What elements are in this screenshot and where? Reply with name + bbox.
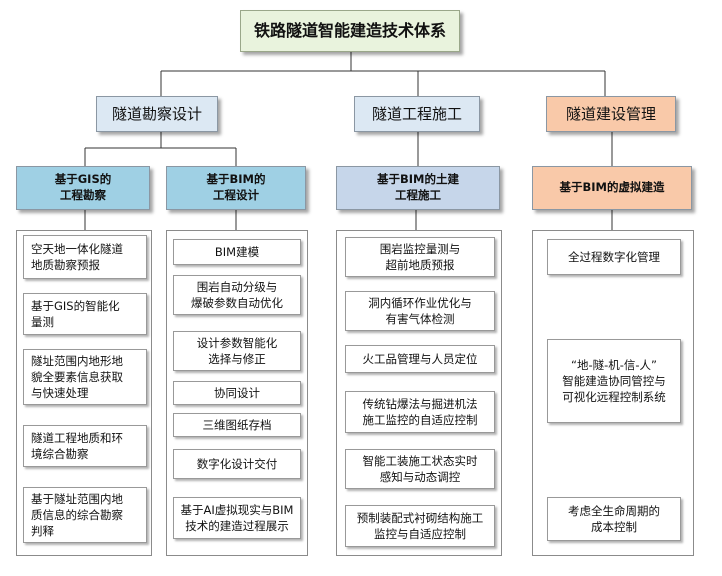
list-item: 全过程数字化管理 [547, 239, 681, 275]
list-item: 空天地一体化隧道 地质勘察预报 [23, 235, 147, 279]
list-item: 基于隧址范围内地 质信息的综合勘察 判释 [23, 487, 147, 543]
header-bim-design: 基于BIM的 工程设计 [166, 166, 306, 210]
branch-management: 隧道建设管理 [546, 96, 676, 132]
header-bim-design-label: 基于BIM的 工程设计 [206, 172, 266, 202]
list-item: 围岩自动分级与 爆破参数自动优化 [173, 275, 301, 315]
branch-survey-design: 隧道勘察设计 [96, 96, 218, 132]
list-item: 基于AI虚拟现实与BIM 技术的建造过程展示 [173, 497, 301, 539]
list-item: 预制装配式衬砌结构施工 监控与自适应控制 [345, 505, 495, 547]
list-item: 考虑全生命周期的 成本控制 [547, 497, 681, 541]
header-bim-virtual-label: 基于BIM的虚拟建造 [559, 180, 665, 195]
list-item: “地-隧-机-信-人” 智能建造协同管控与 可视化远程控制系统 [547, 339, 681, 423]
list-item: 基于GIS的智能化 量测 [23, 293, 147, 335]
column-bim-design: BIM建模 围岩自动分级与 爆破参数自动优化 设计参数智能化 选择与修正 协同设… [166, 230, 308, 556]
column-gis-survey: 空天地一体化隧道 地质勘察预报 基于GIS的智能化 量测 隧址范围内地形地 貌全… [16, 230, 152, 556]
list-item: 三维图纸存档 [173, 413, 301, 437]
header-bim-virtual: 基于BIM的虚拟建造 [532, 166, 692, 210]
list-item: BIM建模 [173, 239, 301, 265]
root-title: 铁路隧道智能建造技术体系 [240, 10, 460, 52]
list-item: 火工品管理与人员定位 [345, 345, 495, 373]
list-item: 洞内循环作业优化与 有害气体检测 [345, 291, 495, 331]
column-bim-virtual: 全过程数字化管理 “地-隧-机-信-人” 智能建造协同管控与 可视化远程控制系统… [532, 230, 694, 556]
list-item: 智能工装施工状态实时 感知与动态调控 [345, 449, 495, 489]
header-bim-construction-label: 基于BIM的土建 工程施工 [377, 172, 459, 202]
list-item: 设计参数智能化 选择与修正 [173, 331, 301, 371]
root-title-label: 铁路隧道智能建造技术体系 [253, 21, 446, 41]
header-gis-survey-label: 基于GIS的 工程勘察 [54, 172, 112, 202]
list-item: 围岩监控量测与 超前地质预报 [345, 237, 495, 277]
list-item: 传统钻爆法与掘进机法 施工监控的自适应控制 [345, 391, 495, 433]
branch-construction-label: 隧道工程施工 [371, 104, 462, 123]
branch-survey-design-label: 隧道勘察设计 [111, 104, 202, 123]
list-item: 隧址范围内地形地 貌全要素信息获取 与快速处理 [23, 349, 147, 405]
list-item: 协同设计 [173, 381, 301, 405]
list-item: 隧道工程地质和环 境综合勘察 [23, 425, 147, 467]
header-gis-survey: 基于GIS的 工程勘察 [16, 166, 150, 210]
branch-construction: 隧道工程施工 [354, 96, 480, 132]
branch-management-label: 隧道建设管理 [565, 104, 656, 123]
header-bim-construction: 基于BIM的土建 工程施工 [336, 166, 500, 210]
list-item: 数字化设计交付 [173, 449, 301, 479]
column-bim-construction: 围岩监控量测与 超前地质预报 洞内循环作业优化与 有害气体检测 火工品管理与人员… [336, 230, 502, 556]
